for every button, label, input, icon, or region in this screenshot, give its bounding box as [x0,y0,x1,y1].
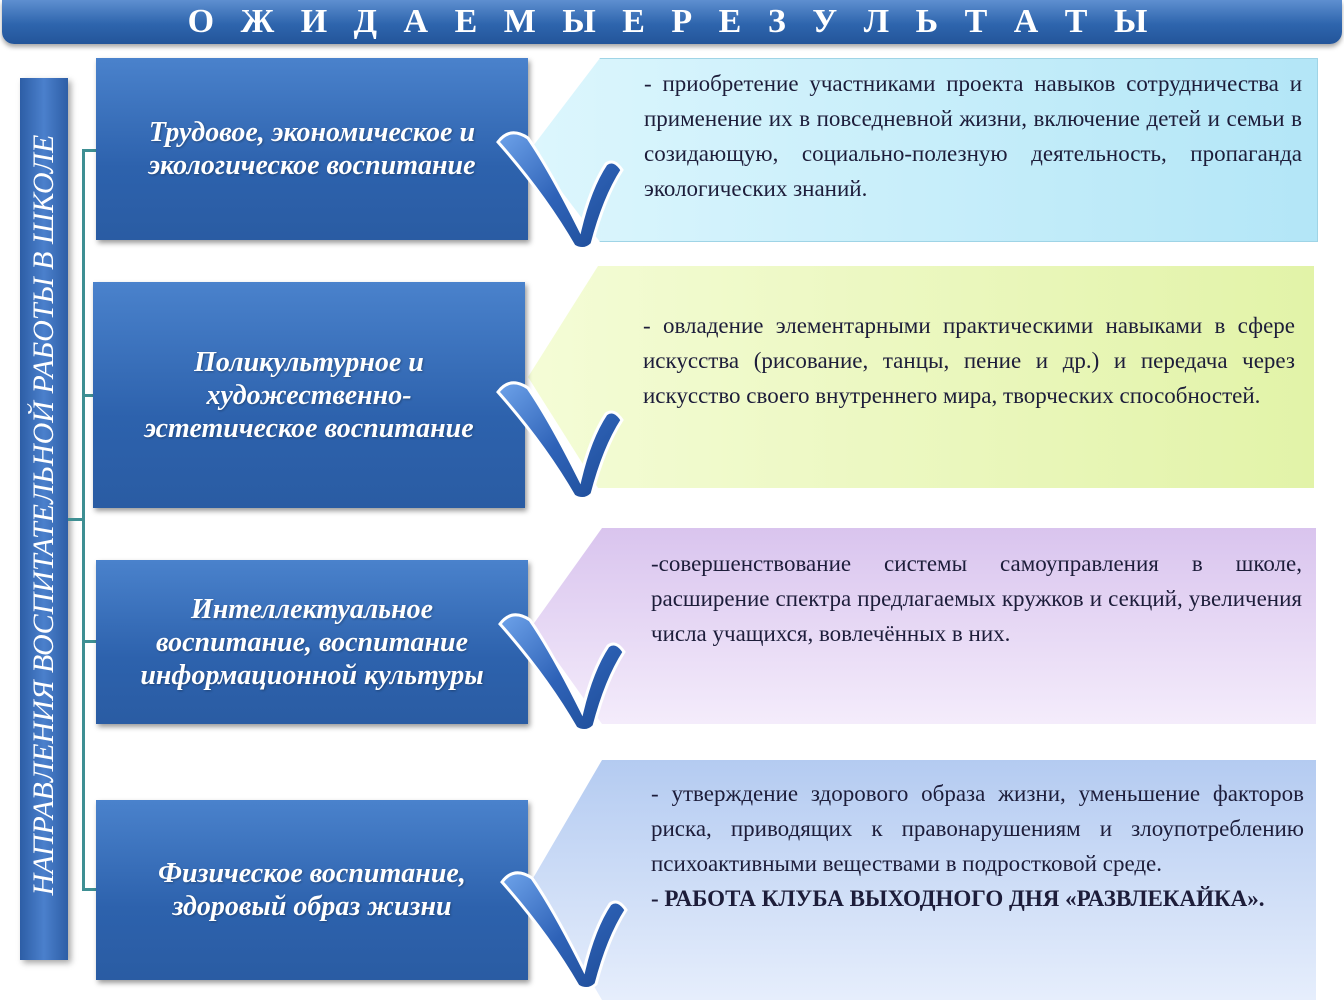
connector-row-3 [82,640,98,643]
connector-side [68,518,84,521]
checkmark-icon [498,613,626,733]
side-label-bar [20,78,68,960]
result-line: - овладение элементарными практическими … [643,313,1295,408]
result-box-4 [532,760,1316,1000]
checkmark-icon [496,381,624,501]
direction-line: эстетическое воспитание [144,412,474,444]
connector-row-4 [82,888,98,891]
result-line: - утверждение здорового образа жизни, ум… [651,781,1304,876]
direction-line: Поликультурное и [194,346,424,378]
result-line: -совершенствование системы самоуправлени… [651,551,1302,646]
connector-row-1 [82,149,98,152]
direction-line: информационной культуры [140,659,484,691]
result-box-2 [528,266,1314,488]
direction-box-4: Физическое воспитание, здоровый образ жи… [96,800,528,980]
direction-line: Интеллектуальное [190,593,434,625]
result-text-3: -совершенствование системы самоуправлени… [651,546,1302,651]
page-title: О Ж И Д А Е М Ы Е Р Е З У Л Ь Т А Т Ы [2,0,1342,44]
result-text-4: - утверждение здорового образа жизни, ум… [651,776,1304,916]
direction-line: художественно- [206,379,412,411]
result-box-3 [532,528,1316,724]
direction-box-2: Поликультурное и художественно- эстетиче… [93,282,525,508]
result-line-bold: - РАБОТА КЛУБА ВЫХОДНОГО ДНЯ «РАЗВЛЕКАЙК… [651,886,1265,911]
result-line: - приобретение участниками проекта навык… [644,71,1302,201]
direction-line: здоровый образ жизни [172,891,452,922]
direction-box-3: Интеллектуальное воспитание, воспитание … [96,560,528,724]
side-label: НАПРАВЛЕНИЯ ВОСПИТАТЕЛЬНОЙ РАБОТЫ В ШКОЛ… [27,134,60,896]
direction-line: Трудовое, экономическое и [148,117,476,148]
connector-row-2 [82,394,96,397]
result-box-1 [530,58,1318,242]
direction-line: Физическое воспитание, [158,858,466,889]
result-text-1: - приобретение участниками проекта навык… [644,66,1302,206]
checkmark-icon [496,131,624,251]
checkmark-icon [500,871,628,991]
direction-line: воспитание, воспитание [155,626,469,658]
direction-line: экологическое воспитание [148,150,476,181]
result-text-2: - овладение элементарными практическими … [643,308,1295,413]
direction-box-1: Трудовое, экономическое и экологическое … [96,58,528,240]
